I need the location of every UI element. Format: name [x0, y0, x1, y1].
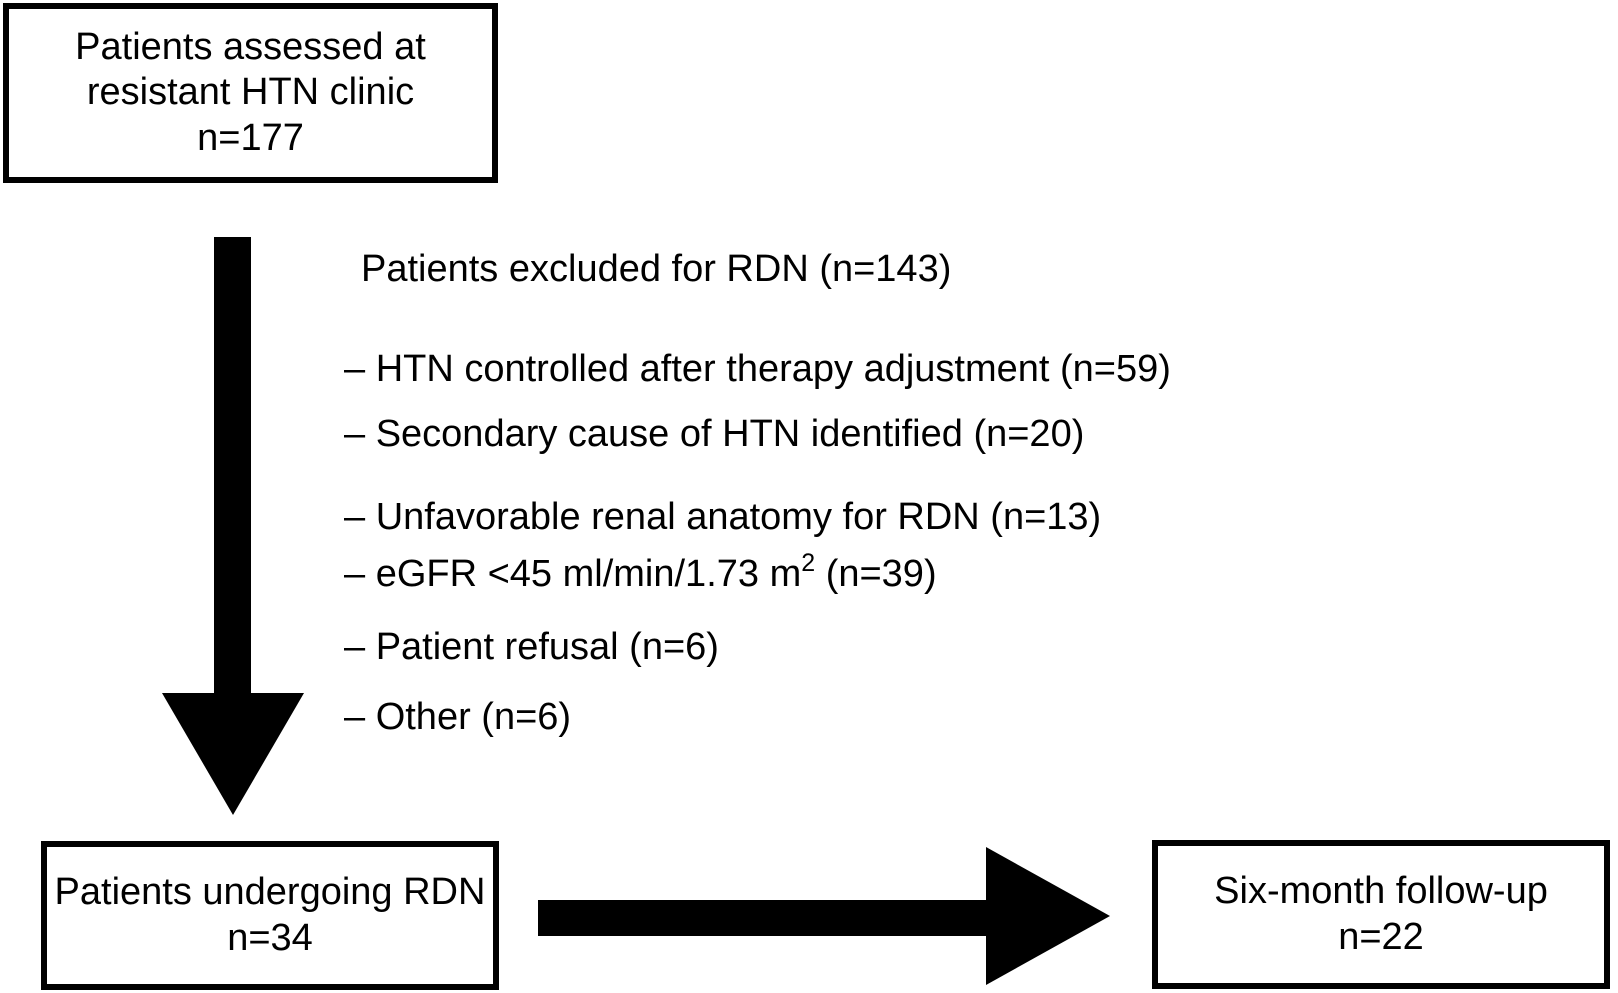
followup-box: Six-month follow-up n=22: [1152, 840, 1610, 989]
undergoing-rdn-box-line1: Patients undergoing RDN: [54, 870, 486, 913]
exclusion-item-patient-refusal: – Patient refusal (n=6): [344, 626, 719, 669]
assessed-box-line1: Patients assessed at: [75, 25, 426, 68]
assessed-box: Patients assessed at resistant HTN clini…: [3, 3, 498, 183]
exclusion-item-text: – Unfavorable renal anatomy for RDN (n=1…: [344, 496, 1102, 538]
exclusion-item-egfr: – eGFR <45 ml/min/1.73 m2 (n=39): [344, 549, 937, 596]
right-arrow-head-icon: [986, 847, 1110, 985]
down-arrow-shaft: [214, 237, 251, 695]
right-arrow-shaft: [538, 900, 990, 936]
followup-box-line1: Six-month follow-up: [1214, 869, 1548, 912]
exclusion-item-htn-controlled: – HTN controlled after therapy adjustmen…: [344, 348, 1171, 391]
undergoing-rdn-box: Patients undergoing RDN n=34: [41, 841, 499, 990]
exclusions-header: Patients excluded for RDN (n=143): [361, 248, 952, 290]
down-arrow-head-icon: [162, 693, 304, 815]
assessed-box-count: n=177: [197, 116, 304, 159]
exclusion-item-text: – Patient refusal (n=6): [344, 626, 719, 668]
exclusion-item-unfavorable-anatomy: – Unfavorable renal anatomy for RDN (n=1…: [344, 496, 1101, 539]
exclusion-item-secondary-cause: – Secondary cause of HTN identified (n=2…: [344, 413, 1084, 456]
exclusion-item-text: – HTN controlled after therapy adjustmen…: [344, 348, 1171, 390]
followup-box-count: n=22: [1338, 915, 1424, 958]
assessed-box-line2: resistant HTN clinic: [86, 71, 415, 114]
exclusion-item-superscript: 2: [801, 549, 816, 577]
exclusion-item-other: – Other (n=6): [344, 696, 571, 739]
exclusion-item-text: – eGFR <45 ml/min/1.73 m: [344, 553, 802, 595]
undergoing-rdn-box-count: n=34: [227, 916, 313, 959]
exclusion-item-text: – Secondary cause of HTN identified (n=2…: [344, 413, 1085, 455]
exclusion-item-text: – Other (n=6): [344, 696, 572, 738]
exclusion-item-suffix: (n=39): [815, 553, 937, 595]
